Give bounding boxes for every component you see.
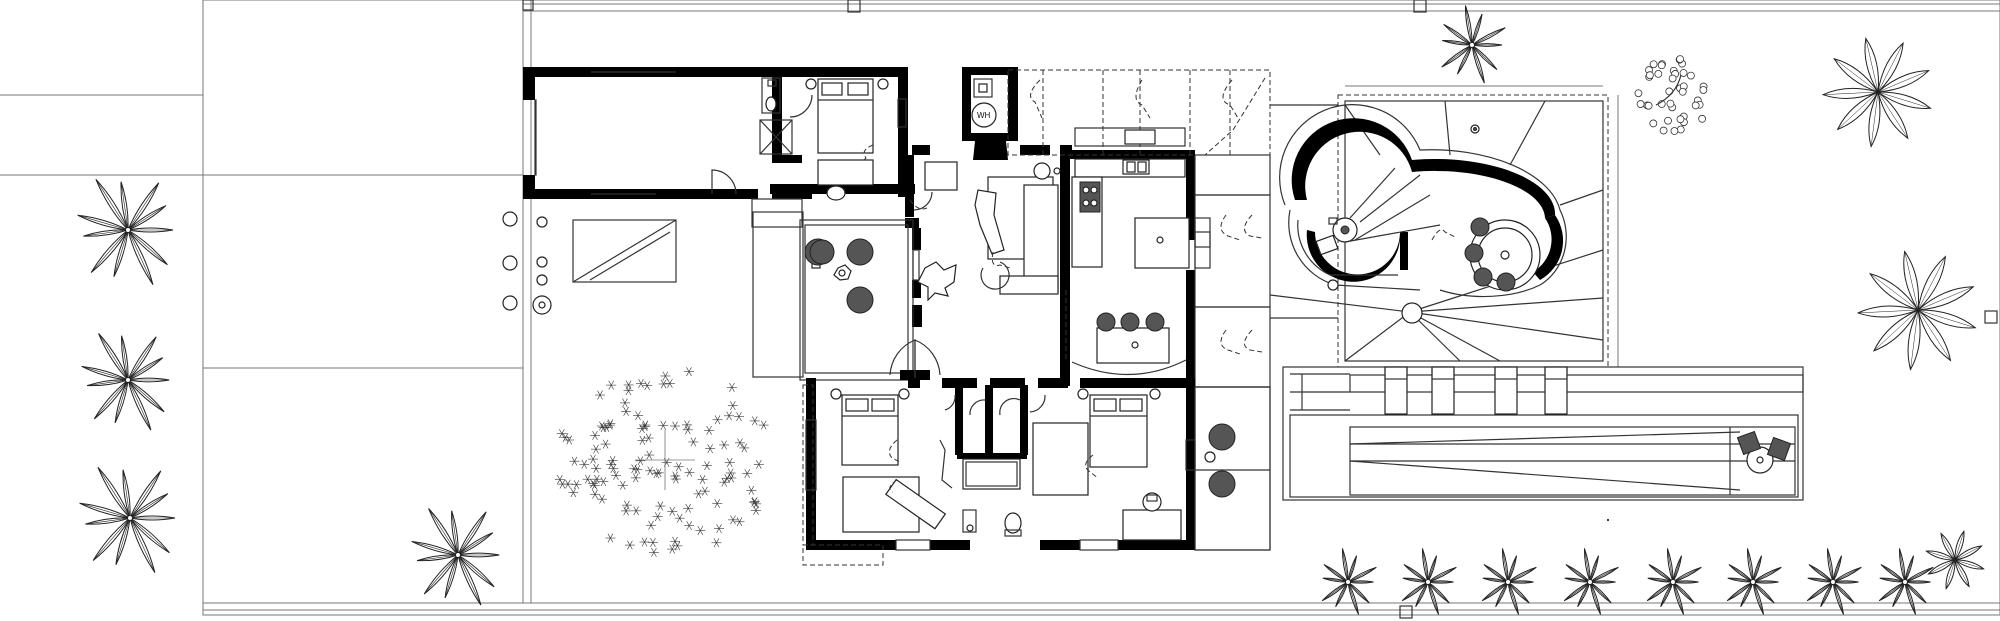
palm-tree [77, 178, 174, 285]
palm-tree [1726, 548, 1782, 615]
palm-tree [1878, 548, 1934, 615]
central-hall [806, 339, 1195, 537]
bedroom-north [759, 67, 915, 201]
east-patio [1194, 386, 1271, 551]
bedroom-southwest [802, 378, 970, 566]
frond-palm-tree [1925, 530, 1985, 590]
canopy-tree [554, 367, 769, 557]
water-heater-label: WH [977, 111, 991, 120]
palm-tree [1441, 5, 1506, 84]
palm-tree [81, 333, 170, 431]
palm-tree [1401, 548, 1457, 615]
palm-tree [1481, 548, 1537, 615]
palm-tree [1321, 548, 1377, 615]
utility-room: WH [962, 67, 1018, 160]
frond-palm-tree [1856, 250, 1977, 371]
palm-tree [1806, 548, 1862, 615]
stair-tower [1269, 85, 1619, 368]
west-patio [502, 211, 804, 378]
living-room [905, 145, 1072, 386]
palm-tree [1646, 548, 1702, 615]
kitchen [1060, 150, 1211, 386]
bedroom-southeast [1032, 380, 1196, 551]
palm-tree [1563, 548, 1619, 615]
pool [1282, 366, 1804, 521]
garage [523, 67, 908, 228]
palm-tree [79, 466, 176, 573]
flowering-shrub [1634, 55, 1708, 135]
palm-tree [411, 508, 500, 606]
landscape-trees [77, 5, 1985, 615]
dining-nook [799, 219, 914, 381]
frond-palm-tree [1821, 37, 1932, 148]
